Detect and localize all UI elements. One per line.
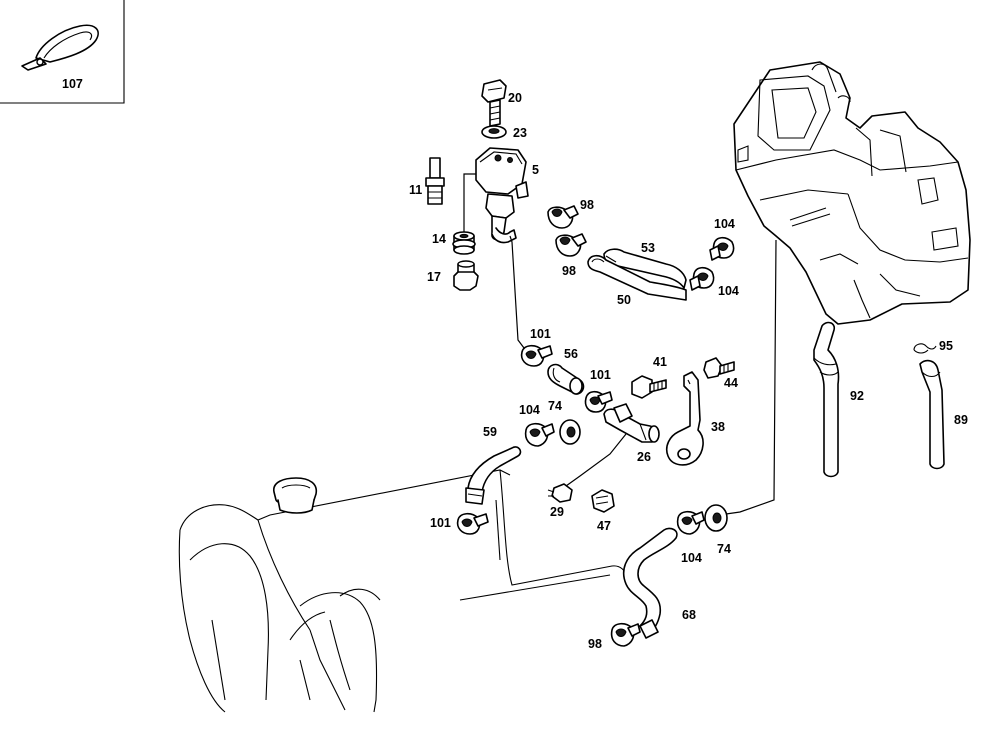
engine-block-outline — [178, 469, 629, 713]
heater-box-housing — [733, 61, 971, 325]
part-59-hose — [465, 446, 522, 505]
part-101-clamp-mid — [584, 390, 613, 413]
part-29-connector — [547, 483, 573, 503]
part-26-sensor — [603, 403, 660, 443]
part-101-clamp-upper — [520, 344, 553, 367]
inset-box — [0, 0, 125, 104]
part-68-hose — [622, 527, 678, 639]
part-107-cable-tie — [21, 24, 99, 71]
part-17-nut — [453, 260, 479, 291]
part-20-bolt — [481, 79, 507, 127]
part-89-hose — [919, 359, 945, 470]
label-38: 38 — [711, 420, 725, 434]
part-95-clip — [913, 343, 937, 354]
label-44: 44 — [724, 376, 738, 390]
label-107: 107 — [62, 77, 83, 91]
label-98a: 98 — [580, 198, 594, 212]
label-101a: 101 — [530, 327, 551, 341]
part-44-screw — [703, 357, 735, 379]
part-104-clamp-lowerright — [676, 510, 705, 535]
label-47: 47 — [597, 519, 611, 533]
part-5-valve — [475, 147, 529, 244]
label-101b: 101 — [590, 368, 611, 382]
label-104d: 104 — [681, 551, 702, 565]
label-89: 89 — [954, 413, 968, 427]
label-17: 17 — [427, 270, 441, 284]
label-56: 56 — [564, 347, 578, 361]
label-104a: 104 — [714, 217, 735, 231]
label-23: 23 — [513, 126, 527, 140]
label-74a: 74 — [548, 399, 562, 413]
label-29: 29 — [550, 505, 564, 519]
part-98-clamp-upper — [547, 205, 579, 229]
label-26: 26 — [637, 450, 651, 464]
label-74b: 74 — [717, 542, 731, 556]
label-68: 68 — [682, 608, 696, 622]
part-104-clamp-lower — [689, 266, 715, 291]
label-59: 59 — [483, 425, 497, 439]
part-101-clamp-lower — [456, 512, 489, 535]
label-92: 92 — [850, 389, 864, 403]
part-98-clamp-bottom — [610, 622, 641, 647]
label-5: 5 — [532, 163, 539, 177]
part-92-hose — [813, 321, 840, 478]
label-41: 41 — [653, 355, 667, 369]
label-11: 11 — [409, 183, 422, 197]
connecting-lines — [463, 173, 777, 515]
label-98b: 98 — [562, 264, 576, 278]
label-104b: 104 — [718, 284, 739, 298]
part-74-grommet-lower — [704, 504, 728, 532]
oil-filler-cap — [273, 477, 318, 514]
part-38-bracket — [665, 371, 704, 466]
part-74-grommet-upper — [559, 419, 581, 445]
part-56-connector — [547, 363, 585, 395]
part-104-clamp-mid — [524, 422, 555, 447]
part-11-nipple — [425, 157, 445, 205]
label-53: 53 — [641, 241, 655, 255]
part-50-hose — [587, 254, 687, 301]
label-98c: 98 — [588, 637, 602, 651]
part-41-screw — [631, 375, 667, 399]
label-20: 20 — [508, 91, 522, 105]
label-95: 95 — [939, 339, 953, 353]
label-50: 50 — [617, 293, 631, 307]
part-104-clamp-upper — [709, 236, 735, 261]
label-104c: 104 — [519, 403, 540, 417]
label-14: 14 — [432, 232, 446, 246]
part-number-labels: 107 20 23 5 11 98 14 98 53 104 17 50 104… — [62, 77, 968, 651]
part-47-clip — [591, 489, 615, 513]
part-98-clamp-lower — [555, 233, 587, 257]
label-101c: 101 — [430, 516, 451, 530]
part-14-bushing — [452, 231, 476, 255]
part-23-washer — [481, 125, 507, 139]
